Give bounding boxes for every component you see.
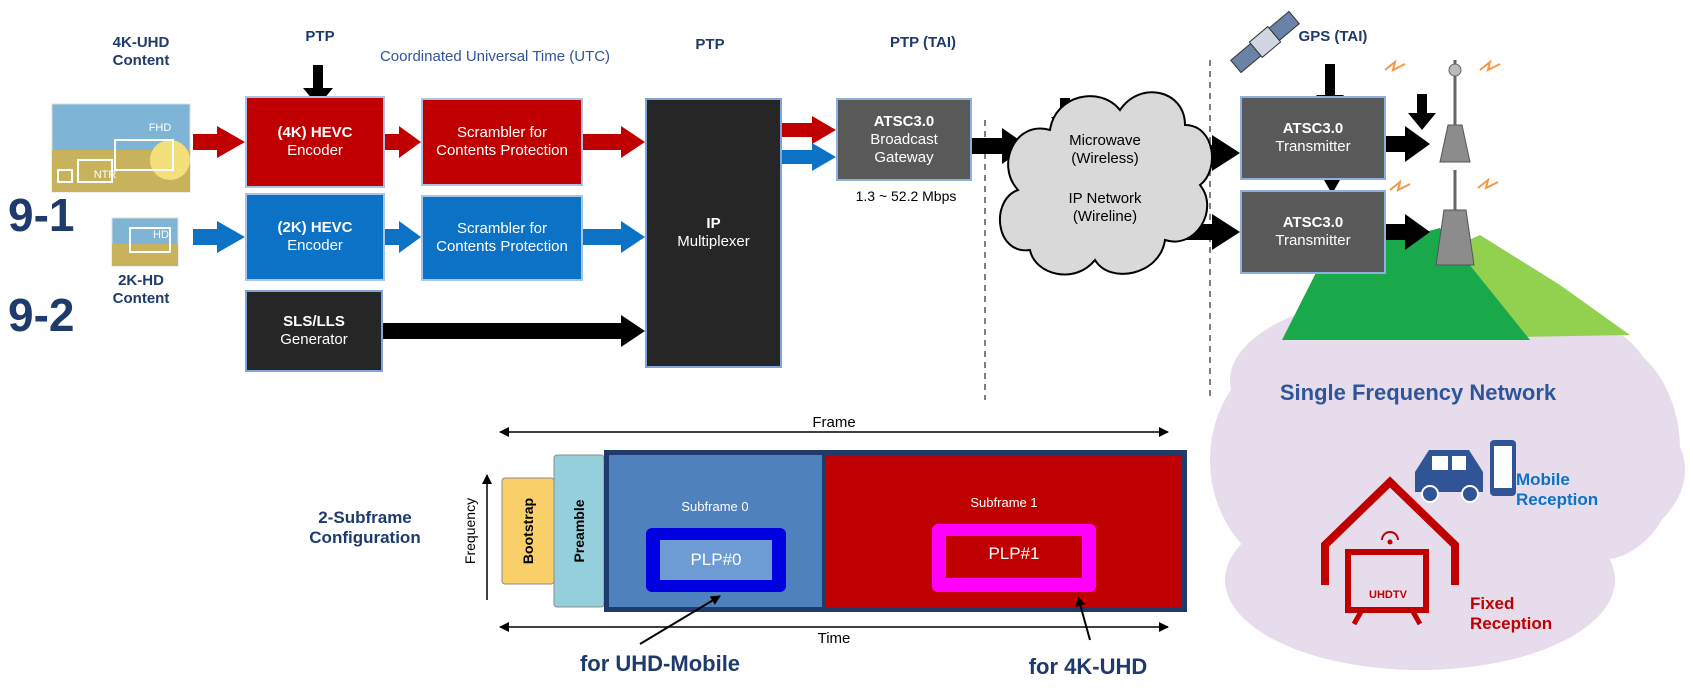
hevc-4k-encoder: (4K) HEVC Encoder [245,96,385,188]
hevc-2k-title: (2K) HEVC [277,219,353,236]
hd-picture [111,217,179,267]
tx2-sub: Transmitter [1275,232,1351,249]
plp0-label: PLP#0 [690,550,742,569]
tx1-title: ATSC3.0 [1282,120,1344,137]
ip-multiplexer: IP Multiplexer [645,98,782,368]
sls-title: SLS/LLS [283,313,345,330]
ip-sub: Multiplexer [677,233,750,250]
hevc-2k-encoder: (2K) HEVC Encoder [245,193,385,281]
label-9-2: 9-2 [8,289,75,341]
subframe0-label: Subframe 0 [681,499,749,514]
gps-tai-label: GPS (TAI) [1298,28,1368,45]
mobile-pointer-arrow [639,595,721,645]
label-9-1: 9-1 [8,189,75,241]
enc-scr-arrow-red [385,126,421,158]
tx2-title: ATSC3.0 [1282,214,1344,231]
uhd-picture [51,103,191,193]
uhd-content-label: 4K-UHD Content [112,34,170,69]
cloud-line-2: (Wireless) [1071,150,1139,167]
gw-title: ATSC3.0 [873,112,935,130]
hevc-2k-sub: Encoder [287,237,343,254]
for-4k-label: for 4K-UHD [1028,654,1148,679]
ip-gw-arrow-blue [782,143,836,171]
sls-ip-arrow [383,315,645,347]
input-arrow-blue [193,221,245,253]
subframe1-label: Subframe 1 [970,495,1038,510]
uhd-pointer-arrow [1075,596,1091,641]
scrambler-blue: Scrambler for Contents Protection [421,195,583,281]
for-mobile-label: for UHD-Mobile [579,651,741,676]
ptp-label-2: PTP [695,36,725,53]
network-cloud [998,91,1213,276]
bootstrap-label: Bootstrap [520,497,536,565]
tx1-sub: Transmitter [1275,138,1351,155]
hevc-4k-sub: Encoder [287,142,343,159]
config-label: 2-Subframe Configuration [309,508,421,547]
plp0-inner [660,540,772,580]
hd-content-label: 2K-HD Content [112,272,170,307]
enc-scr-arrow-blue [385,221,421,253]
ptp-tai-label: PTP (TAI) [889,34,957,51]
tower-1-icon [1384,59,1501,163]
ptp-label-1: PTP [305,28,335,45]
cloud-line-1: Microwave [1069,132,1141,149]
tower-down-arrow [1408,94,1436,130]
sls-lls-generator: SLS/LLS Generator [245,290,383,372]
plp1-label: PLP#1 [988,544,1040,563]
tower-2-icon [1389,170,1499,266]
mobile-reception-label: Mobile Reception [1516,470,1599,509]
fhd-label: FHD [148,122,172,134]
ntr-label: NTR [93,169,117,181]
sfn-label: Single Frequency Network [1279,380,1557,405]
hd-label: HD [153,229,169,241]
phone-icon [1490,440,1516,496]
plp1-inner [946,536,1082,578]
scr-ip-arrow-red [583,126,645,158]
tx1-tx2-arrow [1324,180,1340,194]
satellite-icon [1230,10,1300,74]
fixed-reception-label: Fixed Reception [1470,594,1553,633]
sls-sub: Generator [280,331,348,348]
utc-label: Coordinated Universal Time (UTC) [379,48,611,65]
scr-ip-arrow-blue [583,221,645,253]
ip-title: IP [706,215,721,232]
frequency-label: Frequency [462,497,478,565]
cloud-line-3: IP Network [1068,190,1142,207]
tx2-tower-arrow [1385,214,1430,250]
ip-gw-arrow-red [782,116,836,144]
broadcast-gateway: ATSC3.0 Broadcast Gateway [836,98,972,181]
time-label: Time [817,630,851,647]
house-icon [1321,476,1459,626]
tx1-tower-arrow [1385,126,1430,162]
car-icon [1415,450,1483,503]
sfn-cloud [1210,290,1685,670]
cloud-line-4: (Wireline) [1072,208,1138,225]
transmitter-2: ATSC3.0 Transmitter [1240,190,1386,274]
scrambler-red: Scrambler for Contents Protection [421,98,583,186]
hevc-4k-title: (4K) HEVC [277,124,353,141]
uhdtv-label: UHDTV [1369,589,1407,601]
bitrate-label: 1.3 ~ 52.2 Mbps [855,188,957,204]
transmitter-1: ATSC3.0 Transmitter [1240,96,1386,180]
frame-label: Frame [812,414,856,431]
gw-sub: Broadcast Gateway [870,130,938,166]
input-arrow-red [193,126,245,158]
preamble-label: Preamble [571,499,587,563]
